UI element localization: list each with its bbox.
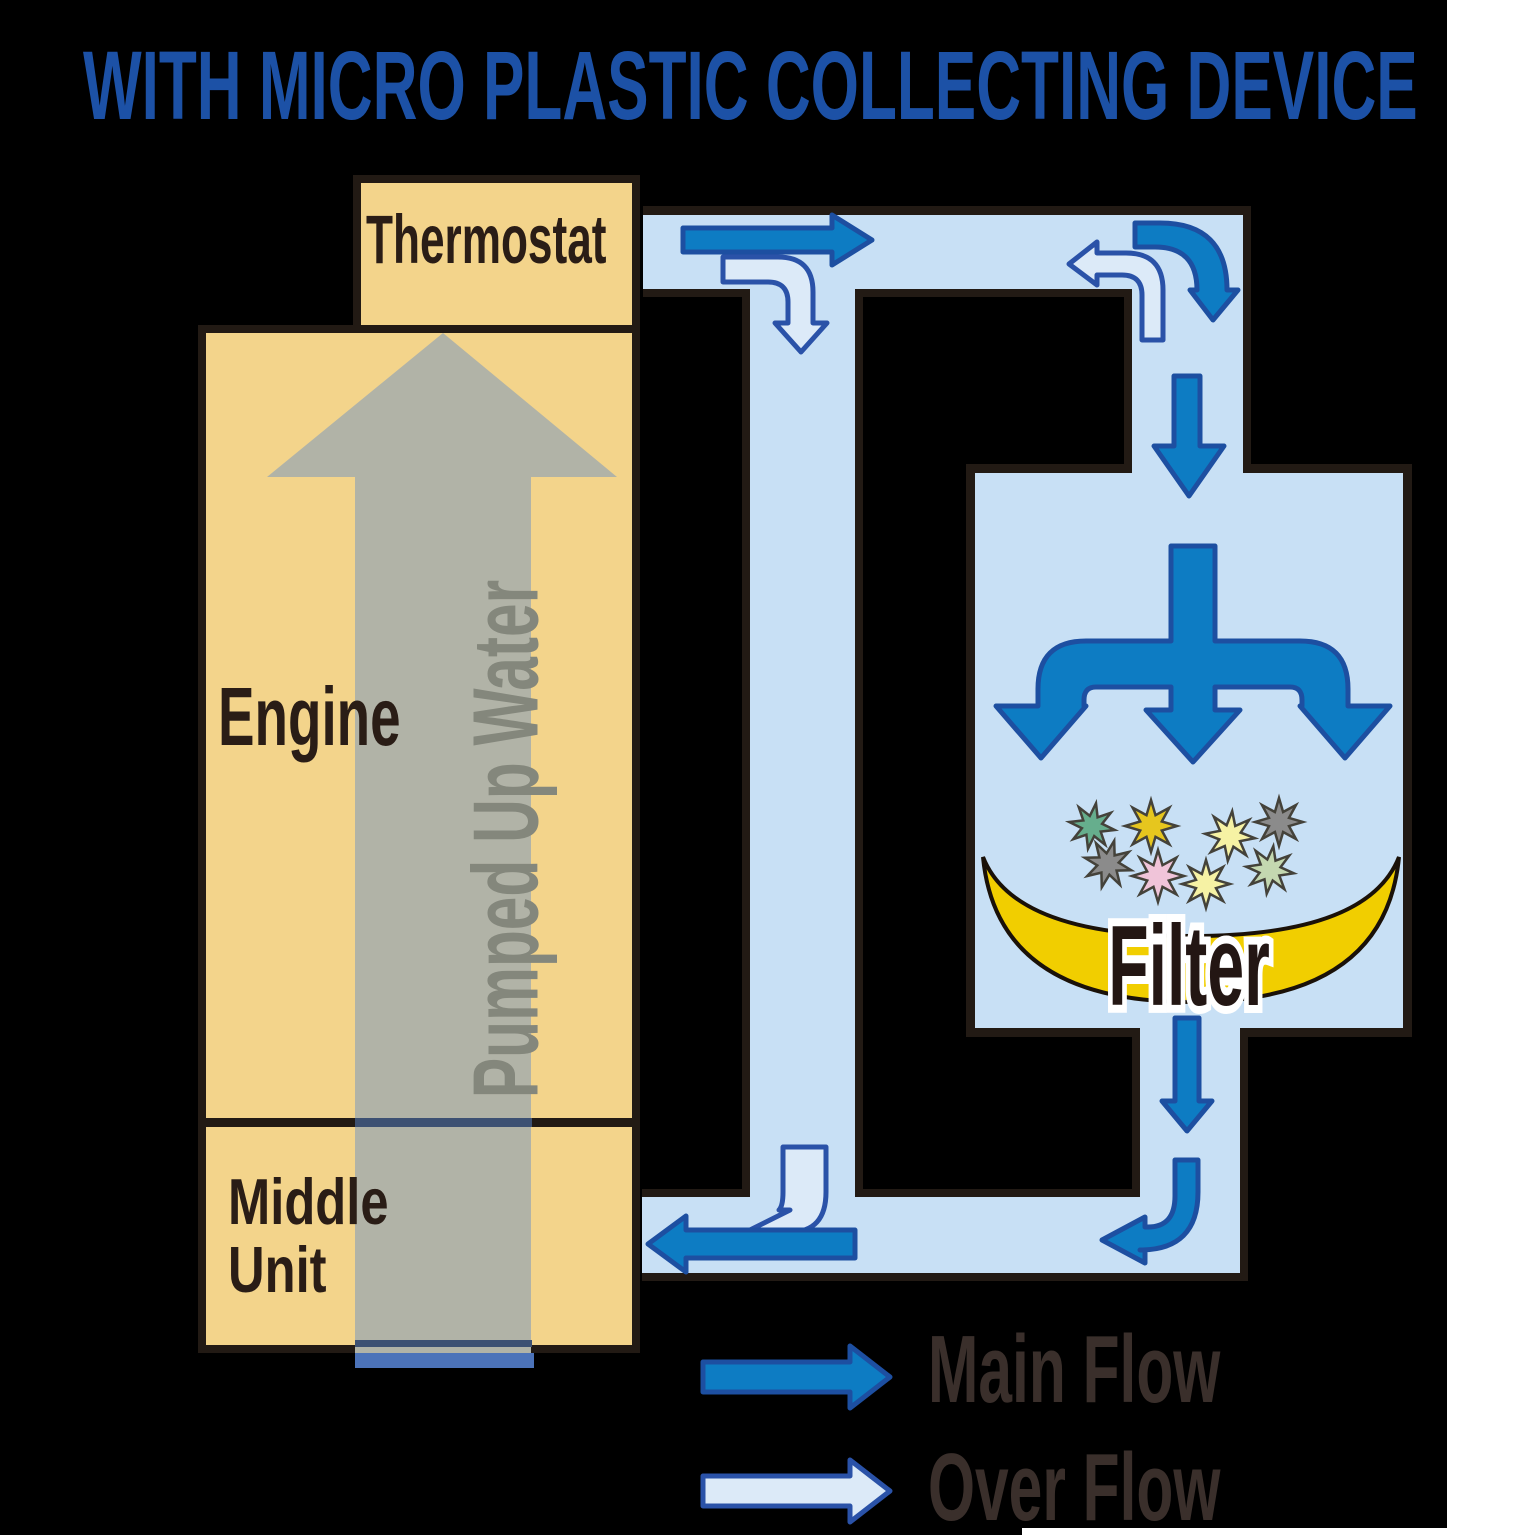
filter-border-top-right	[1243, 464, 1412, 473]
bottom-white-strip	[1022, 1528, 1447, 1535]
main-flow-corner-left-arrow	[1099, 1157, 1201, 1266]
thermostat-label: Thermostat	[366, 201, 607, 278]
filter-bowl	[981, 856, 1401, 1005]
filter-label: Filter	[1108, 902, 1270, 1029]
engine-label: Engine	[218, 670, 401, 763]
filter-border-top-left	[966, 464, 1132, 473]
thermostat-border-left	[353, 175, 361, 333]
middle-unit-label: Middle Unit	[228, 1168, 389, 1304]
pipe-outlet-border-right	[1240, 1028, 1248, 1281]
micro-plastic-star	[1127, 845, 1189, 907]
legend-main-flow-arrow	[700, 1343, 893, 1411]
engine-border-left	[198, 325, 206, 1353]
pipe-bottom-border-bottom	[642, 1273, 1248, 1281]
main-flow-inlet-down-arrow	[1151, 373, 1227, 499]
micro-plastic-star	[1250, 793, 1308, 851]
pumped-up-water-arrow	[267, 333, 617, 1353]
filter-distribution-trident-arrow	[993, 543, 1393, 765]
pipe-leftv-border-right	[855, 289, 863, 1197]
micro-plastic-stars	[1064, 793, 1308, 913]
middle-unit-label-line1: Middle	[228, 1165, 389, 1238]
pumped-up-water-text: Pumped Up Water	[453, 579, 558, 1099]
legend-main-flow-label: Main Flow	[928, 1316, 1221, 1423]
pipe-bottom-border-top-left	[642, 1189, 742, 1197]
thermostat-border-top	[353, 175, 640, 183]
filter-border-bottom-left	[966, 1028, 1132, 1037]
bottom-navy-line	[355, 1340, 532, 1347]
filter-border-left	[966, 464, 975, 1037]
pipe-right-border	[1243, 206, 1251, 473]
micro-plastic-star	[1120, 795, 1182, 857]
micro-plastic-star	[1064, 798, 1120, 854]
overflow-return-left-arrow	[1066, 239, 1166, 343]
legend-over-flow-label: Over Flow	[928, 1434, 1221, 1535]
right-white-panel	[1447, 0, 1535, 1535]
pipe-leftv-border-left	[742, 289, 750, 1197]
page-title: WITH MICRO PLASTIC COLLECTING DEVICE	[83, 31, 1418, 140]
pipe-top-border-bottom-left	[643, 289, 742, 297]
filter-border-right	[1403, 464, 1412, 1037]
engine-border-top	[198, 325, 640, 333]
separator-navy-line	[355, 1118, 532, 1127]
overflow-branch-down-arrow	[720, 254, 830, 355]
main-flow-corner-down-arrow	[1132, 220, 1241, 323]
filter-border-bottom-right	[1240, 1028, 1412, 1037]
micro-plastic-star	[1080, 836, 1136, 892]
micro-plastic-star	[1241, 841, 1299, 899]
pipe-top-border-top	[643, 206, 1251, 215]
pipe-inletv-border-left	[1124, 289, 1132, 473]
pipe-bottom-border-top-right	[863, 1189, 1132, 1197]
main-flow-return-left-arrow	[645, 1213, 858, 1275]
pipe-outlet-border-left	[1132, 1028, 1140, 1197]
pump-blue-bar	[355, 1353, 534, 1368]
pipe-left-vertical	[750, 289, 855, 1273]
engine-border-right	[632, 175, 640, 1353]
main-flow-outlet-down-arrow	[1159, 1015, 1215, 1134]
micro-plastic-star	[1177, 855, 1235, 913]
thermostat-box	[361, 183, 632, 325]
micro-plastic-star	[1200, 806, 1260, 866]
legend-over-flow-arrow	[700, 1457, 893, 1525]
main-flow-right-arrow	[680, 212, 875, 268]
middle-unit-label-line2: Unit	[228, 1233, 327, 1306]
pipe-top-border-bottom-right	[863, 289, 1124, 297]
